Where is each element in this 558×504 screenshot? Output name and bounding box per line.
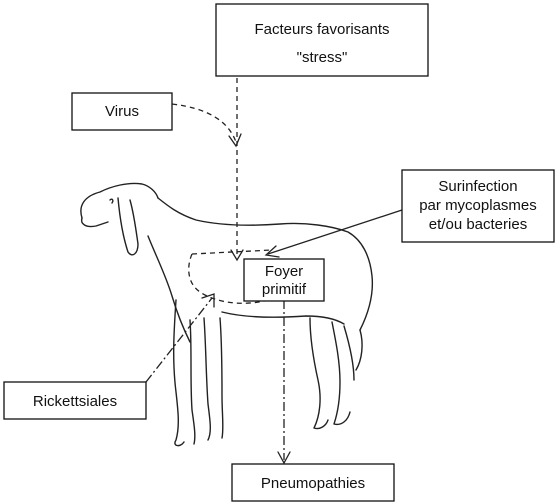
sheep-illustration <box>80 182 374 447</box>
arrow-surinfection-to-foyer <box>267 209 403 255</box>
arrowhead-rickettsiales <box>201 293 215 308</box>
arrow-virus-to-foyer <box>171 103 237 143</box>
arrowhead-pneumopathies <box>277 451 291 465</box>
foyer-box: Foyer primitif <box>243 258 325 302</box>
arrowhead-virus <box>228 133 242 148</box>
surinfection-line-1: Surinfection <box>438 178 517 195</box>
pneumopathies-box: Pneumopathies <box>231 463 395 502</box>
facteurs-line-2: "stress" <box>297 49 348 66</box>
foyer-line-1: Foyer <box>265 263 303 280</box>
arrowhead-surinfection <box>264 245 280 258</box>
virus-label: Virus <box>105 103 139 120</box>
surinfection-line-3: et/ou bacteries <box>429 216 527 233</box>
rickettsiales-box: Rickettsiales <box>3 381 147 420</box>
facteurs-line-1: Facteurs favorisants <box>254 21 389 38</box>
arrow-rickettsiales-to-foyer <box>145 297 213 383</box>
pneumopathies-label: Pneumopathies <box>261 475 365 492</box>
foyer-line-2: primitif <box>262 281 307 298</box>
surinfection-line-2: par mycoplasmes <box>419 197 537 214</box>
arrowhead-facteurs <box>230 249 244 262</box>
virus-box: Virus <box>71 92 173 131</box>
rickettsiales-label: Rickettsiales <box>33 393 117 410</box>
facteurs-box: Facteurs favorisants "stress" <box>215 3 429 77</box>
surinfection-box: Surinfection par mycoplasmes et/ou bacte… <box>401 169 555 243</box>
